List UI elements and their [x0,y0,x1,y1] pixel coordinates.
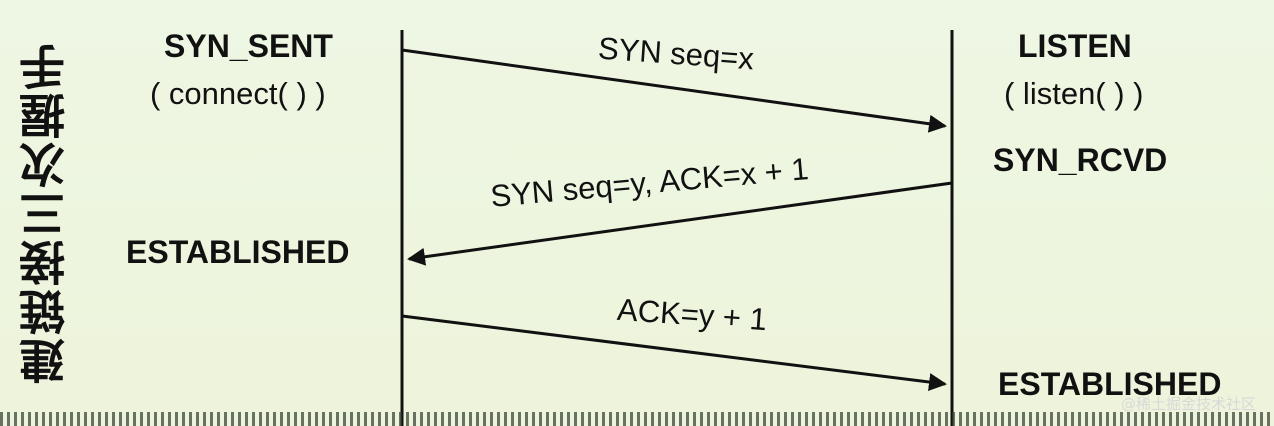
bottom-decorative-stripe [0,412,1274,426]
client-call-connect: ( connect( ) ) [150,76,326,111]
client-state-syn-sent: SYN_SENT [164,28,333,64]
server-call-listen: ( listen( ) ) [1004,76,1144,111]
server-state-listen: LISTEN [1018,28,1132,64]
message-arrow-syn-ack [407,181,953,266]
client-state-established: ESTABLISHED [126,234,350,270]
server-state-established: ESTABLISHED [998,366,1222,402]
server-state-syn-rcvd: SYN_RCVD [993,142,1168,178]
message-arrow-syn [401,48,947,133]
message-arrow-ack [401,314,947,391]
watermark: @稀土掘金技术社区 [1120,395,1256,413]
